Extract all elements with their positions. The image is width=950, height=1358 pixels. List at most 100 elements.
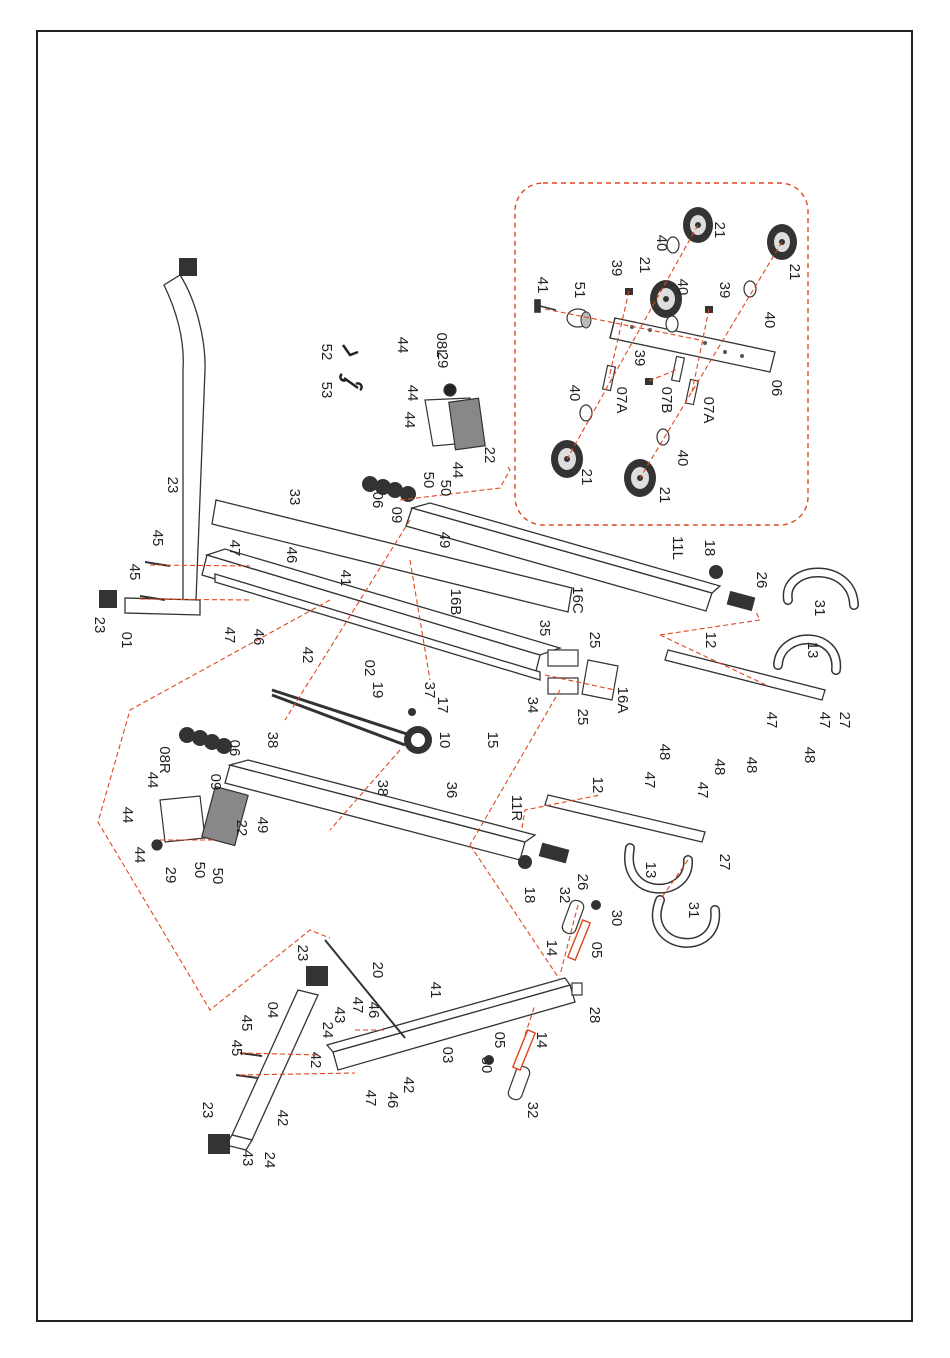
part-label-18b: 18 — [521, 887, 538, 904]
part-label-11R: 11R — [508, 795, 525, 822]
part-label-40c: 40 — [674, 279, 691, 296]
part-label-41a: 41 — [534, 277, 551, 294]
part-label-31a: 31 — [811, 600, 828, 617]
pulley-17-icon — [404, 708, 432, 754]
part-label-44b: 44 — [404, 385, 421, 402]
part-label-14a: 14 — [543, 940, 560, 957]
part-label-43b: 43 — [239, 1150, 256, 1167]
part-label-40d: 40 — [566, 385, 583, 402]
part-label-48d: 48 — [711, 759, 728, 776]
part-label-52: 52 — [318, 344, 335, 361]
part-label-10: 10 — [436, 732, 453, 749]
knob-lower-icon — [518, 842, 570, 869]
part-label-44e: 44 — [144, 772, 161, 789]
part-label-16A: 16A — [614, 687, 631, 714]
part-label-38a: 38 — [264, 732, 281, 749]
handle-31-upper-inner — [784, 569, 858, 609]
part-label-26b: 26 — [574, 874, 591, 891]
part-label-44d: 44 — [449, 462, 466, 479]
part-label-23a: 23 — [164, 477, 181, 494]
part-label-49b: 49 — [254, 817, 271, 834]
bolt-41-icon — [534, 299, 557, 313]
part-label-01: 01 — [118, 632, 135, 649]
part-label-48a: 48 — [743, 757, 760, 774]
part-label-22a: 22 — [481, 447, 498, 464]
handle-13-lower-inner — [625, 844, 692, 893]
part-label-42d: 42 — [274, 1110, 291, 1127]
main-rail-02 — [201, 548, 563, 681]
part-label-50b: 50 — [437, 480, 454, 497]
part-label-42a: 42 — [299, 647, 316, 664]
part-label-11L: 11L — [669, 536, 686, 560]
part-label-46b: 46 — [250, 629, 267, 646]
part-label-53: 53 — [318, 382, 335, 399]
part-label-12a: 12 — [702, 632, 719, 649]
part-label-32a: 32 — [556, 887, 573, 904]
handle-13-upper-inner — [774, 635, 840, 674]
part-label-43a: 43 — [331, 1007, 348, 1024]
part-label-26a: 26 — [753, 572, 770, 589]
roller-cluster-upper — [362, 476, 416, 502]
part-label-19: 19 — [369, 682, 386, 699]
part-label-29b: 29 — [162, 867, 179, 884]
part-label-46a: 46 — [283, 547, 300, 564]
part-label-27b: 27 — [716, 854, 733, 871]
part-label-21a: 21 — [711, 222, 728, 239]
rod-20 — [324, 939, 406, 1039]
part-label-18a: 18 — [701, 540, 718, 557]
lower-frame-03 — [325, 977, 576, 1071]
part-label-50c: 50 — [191, 862, 208, 879]
part-label-31b: 31 — [685, 902, 702, 919]
part-label-21e: 21 — [656, 487, 673, 504]
slide-rail-11R — [224, 759, 537, 861]
part-label-09a: 09 — [388, 507, 405, 524]
part-label-30a: 30 — [608, 910, 625, 927]
part-label-14b: 14 — [533, 1032, 550, 1049]
part-label-03: 03 — [439, 1047, 456, 1064]
part-label-44a: 44 — [394, 337, 411, 354]
part-label-13a: 13 — [804, 642, 821, 659]
part-label-17: 17 — [434, 697, 451, 714]
part-label-39c: 39 — [631, 350, 648, 367]
part-label-46c: 46 — [365, 1002, 382, 1019]
part-label-07B: 07B — [658, 387, 675, 414]
part-label-38b: 38 — [374, 780, 391, 797]
part-label-45b: 45 — [126, 564, 143, 581]
part-label-06c: 06 — [226, 740, 243, 757]
part-label-21c: 21 — [636, 257, 653, 274]
part-label-50d: 50 — [209, 868, 226, 885]
part-label-41b: 41 — [337, 570, 354, 587]
part-label-42c: 42 — [400, 1077, 417, 1094]
part-label-40e: 40 — [674, 450, 691, 467]
assembly-guides-inset — [544, 224, 783, 479]
part-label-28: 28 — [586, 1007, 603, 1024]
part-label-08R: 08R — [156, 746, 173, 774]
part-label-40a: 40 — [653, 235, 670, 252]
part-label-47d: 47 — [816, 712, 833, 729]
slide-rail-11L — [405, 502, 722, 612]
part-label-45a: 45 — [149, 530, 166, 547]
part-label-24a: 24 — [319, 1022, 336, 1039]
crossbar-33 — [211, 499, 573, 613]
pipe-05-icon — [511, 919, 592, 1071]
part-label-48b: 48 — [801, 747, 818, 764]
part-label-05b: 05 — [491, 1032, 508, 1049]
part-label-05a: 05 — [588, 942, 605, 959]
part-label-16C: 16C — [569, 586, 586, 614]
part-label-23c: 23 — [294, 945, 311, 962]
page-border — [36, 30, 913, 1322]
part-label-37: 37 — [421, 682, 438, 699]
part-label-39b: 39 — [716, 282, 733, 299]
part-label-16B: 16B — [447, 589, 464, 616]
seat-bracket-08L — [424, 383, 486, 451]
part-label-06b: 06 — [369, 492, 386, 509]
part-label-32b: 32 — [524, 1102, 541, 1119]
part-label-07Ab: 07A — [700, 397, 717, 424]
part-label-21d: 21 — [578, 469, 595, 486]
part-label-45d: 45 — [228, 1040, 245, 1057]
part-label-07Aa: 07A — [613, 387, 630, 414]
end-block-25 — [547, 649, 619, 701]
